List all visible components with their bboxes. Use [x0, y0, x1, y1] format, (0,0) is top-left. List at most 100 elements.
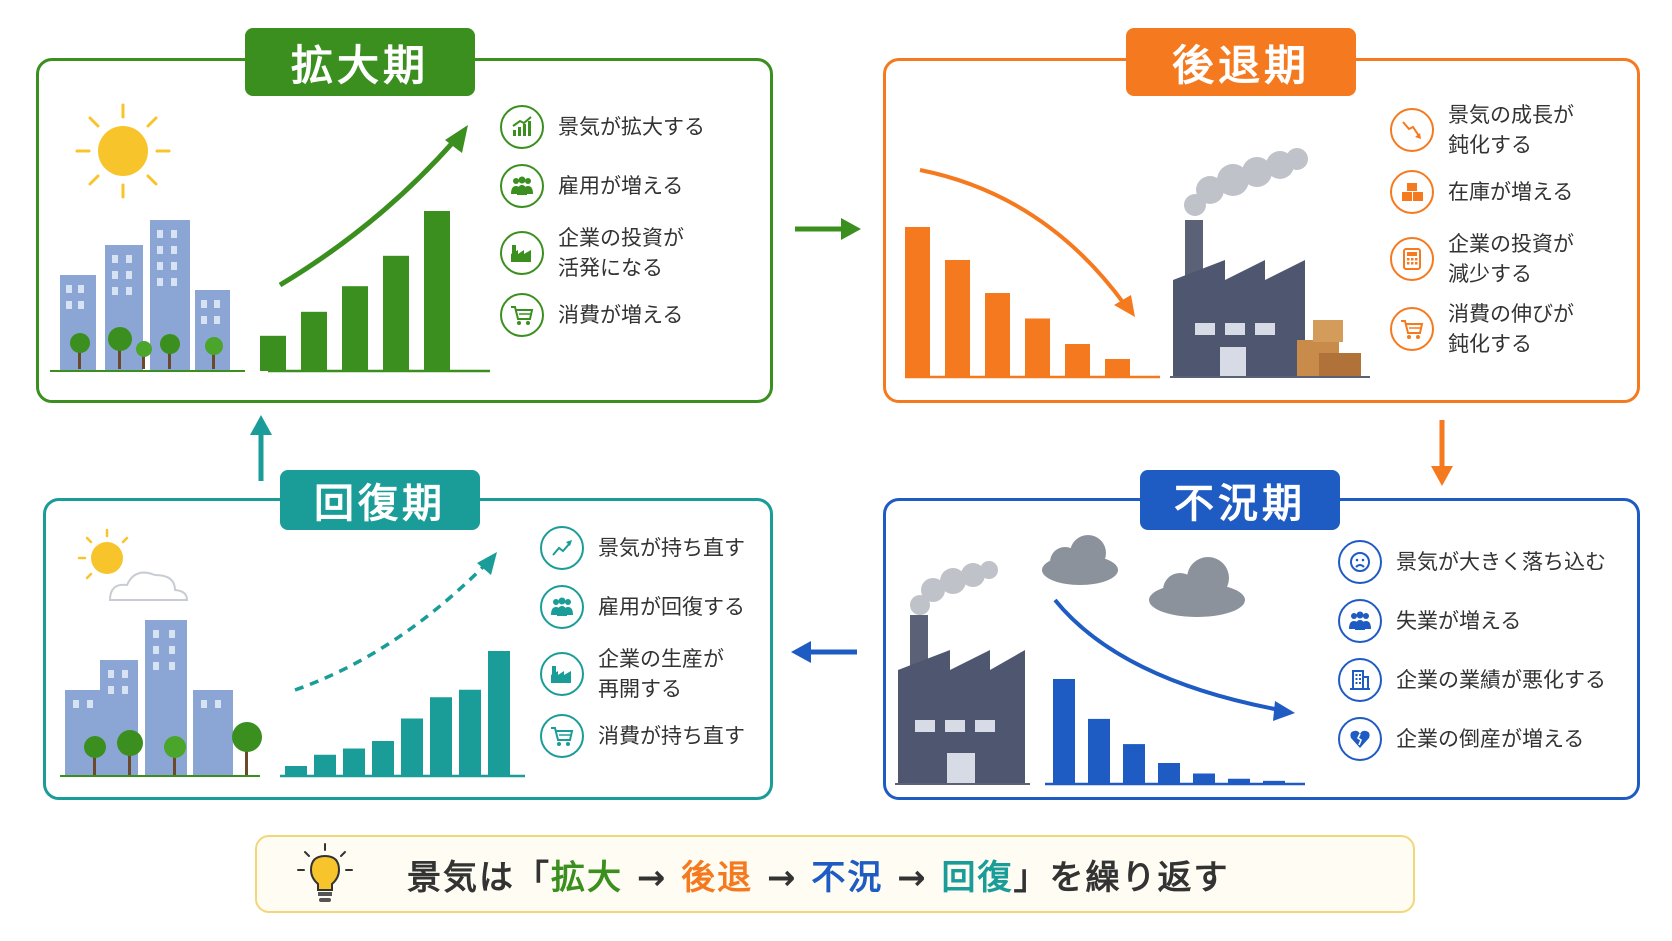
bar — [260, 335, 286, 371]
list-item: 消費が持ち直す — [540, 714, 745, 758]
list-item: 景気が持ち直す — [540, 526, 745, 570]
list-item-text: 雇用が回復する — [598, 595, 745, 619]
summary-recession: 後退 — [681, 857, 754, 898]
summary-recovery: 回復 — [941, 857, 1014, 898]
bar — [285, 766, 307, 776]
bar — [945, 260, 970, 377]
list-item: 在庫が増える — [1390, 170, 1574, 214]
list-item-text: 景気の成長が 鈍化する — [1448, 103, 1574, 157]
city-windows — [73, 630, 221, 708]
bar — [459, 689, 481, 776]
depression-title: 不況期 — [1140, 470, 1340, 530]
building-icon — [1338, 658, 1382, 702]
summary-depression: 不況 — [811, 857, 884, 898]
bar — [430, 697, 452, 776]
recovery-items: 景気が持ち直す雇用が回復する企業の生産が 再開する消費が持ち直す — [540, 526, 745, 773]
summary-arrow-1: → — [623, 857, 682, 898]
recovery-arrow-head — [477, 552, 497, 575]
expansion-title: 拡大期 — [245, 28, 475, 96]
sun-cloud-icon — [77, 528, 189, 601]
summary-arrow-2: → — [753, 857, 812, 898]
factory-icon-large — [898, 615, 1025, 783]
arrow-depression-to-recovery — [791, 641, 857, 663]
bar — [301, 311, 327, 371]
bar — [1025, 318, 1050, 377]
bar — [1263, 780, 1285, 784]
factory-icon-large — [1173, 220, 1305, 377]
dark-cloud-icon — [1042, 535, 1245, 617]
falling-arrow — [1053, 598, 1281, 712]
list-item: 企業の倒産が増える — [1338, 717, 1606, 761]
calculator-icon — [1390, 237, 1434, 281]
list-item: 雇用が回復する — [540, 585, 745, 629]
decline-arrow-head — [1114, 295, 1135, 317]
summary-arrow-3: → — [883, 857, 942, 898]
bar — [342, 286, 368, 371]
bar — [314, 754, 336, 776]
recession-items: 景気の成長が 鈍化する在庫が増える企業の投資が 減少する消費の伸びが 鈍化する — [1390, 100, 1574, 369]
smoke-icon — [910, 561, 998, 615]
bar — [1065, 344, 1090, 377]
bar — [1088, 718, 1110, 784]
boxes-illustration — [1297, 320, 1361, 377]
cart-icon — [500, 293, 544, 337]
bar — [383, 255, 409, 371]
people-icon — [500, 164, 544, 208]
list-item: 景気が大きく落ち込む — [1338, 540, 1606, 584]
list-item: 企業の投資が 減少する — [1390, 229, 1574, 289]
bar — [985, 293, 1010, 377]
list-item: 景気の成長が 鈍化する — [1390, 100, 1574, 160]
bar — [1193, 773, 1215, 784]
decline-arrow — [919, 168, 1127, 307]
list-item-text: 企業の投資が 活発になる — [558, 226, 684, 280]
bar — [424, 211, 450, 371]
bar — [1053, 679, 1075, 784]
arrow-expansion-to-recession — [795, 218, 861, 240]
bar — [401, 718, 423, 776]
list-item-text: 雇用が増える — [558, 174, 684, 198]
recovery-arrow — [294, 563, 487, 692]
boxes-icon — [1390, 170, 1434, 214]
list-item-text: 企業の倒産が増える — [1396, 727, 1585, 751]
list-item-text: 消費が持ち直す — [598, 724, 745, 748]
list-item: 企業の生産が 再開する — [540, 644, 745, 704]
list-item: 企業の投資が 活発になる — [500, 223, 705, 283]
growth-arrow-head — [445, 125, 468, 153]
recession-title: 後退期 — [1126, 28, 1356, 96]
list-item-text: 企業の業績が悪化する — [1396, 668, 1606, 692]
list-item: 企業の業績が悪化する — [1338, 658, 1606, 702]
list-item: 雇用が増える — [500, 164, 705, 208]
recession-illustration — [905, 148, 1370, 379]
bar — [1123, 744, 1145, 784]
bar — [343, 748, 365, 776]
list-item-text: 失業が増える — [1396, 609, 1522, 633]
sad-face-icon — [1338, 540, 1382, 584]
list-item-text: 消費が増える — [558, 303, 684, 327]
list-item-text: 景気が持ち直す — [598, 536, 745, 560]
summary-expansion: 拡大 — [551, 857, 623, 898]
list-item-text: 企業の生産が 再開する — [598, 647, 724, 701]
summary-suffix: 」を繰り返す — [1013, 857, 1230, 898]
growth-arrow — [278, 138, 457, 288]
list-item-text: 景気が拡大する — [558, 115, 705, 139]
cart-icon — [540, 714, 584, 758]
recovery-title: 回復期 — [280, 470, 480, 530]
growth-chart-icon — [500, 105, 544, 149]
list-item-text: 企業の投資が 減少する — [1448, 232, 1574, 286]
trees — [84, 722, 262, 775]
list-item: 消費の伸びが 鈍化する — [1390, 299, 1574, 359]
smoke-icon — [1184, 148, 1308, 216]
bar — [1105, 359, 1130, 377]
falling-arrow-head — [1273, 701, 1295, 721]
list-item-text: 在庫が増える — [1448, 180, 1574, 204]
depression-items: 景気が大きく落ち込む失業が増える企業の業績が悪化する企業の倒産が増える — [1338, 540, 1606, 776]
expansion-items: 景気が拡大する雇用が増える企業の投資が 活発になる消費が増える — [500, 105, 705, 352]
list-item: 消費が増える — [500, 293, 705, 337]
people-icon — [1338, 599, 1382, 643]
broken-heart-icon — [1338, 717, 1382, 761]
factory-icon — [500, 231, 544, 275]
list-item-text: 消費の伸びが 鈍化する — [1448, 302, 1574, 356]
list-item: 景気が拡大する — [500, 105, 705, 149]
recovery-illustration — [60, 528, 525, 778]
trees — [70, 327, 223, 369]
